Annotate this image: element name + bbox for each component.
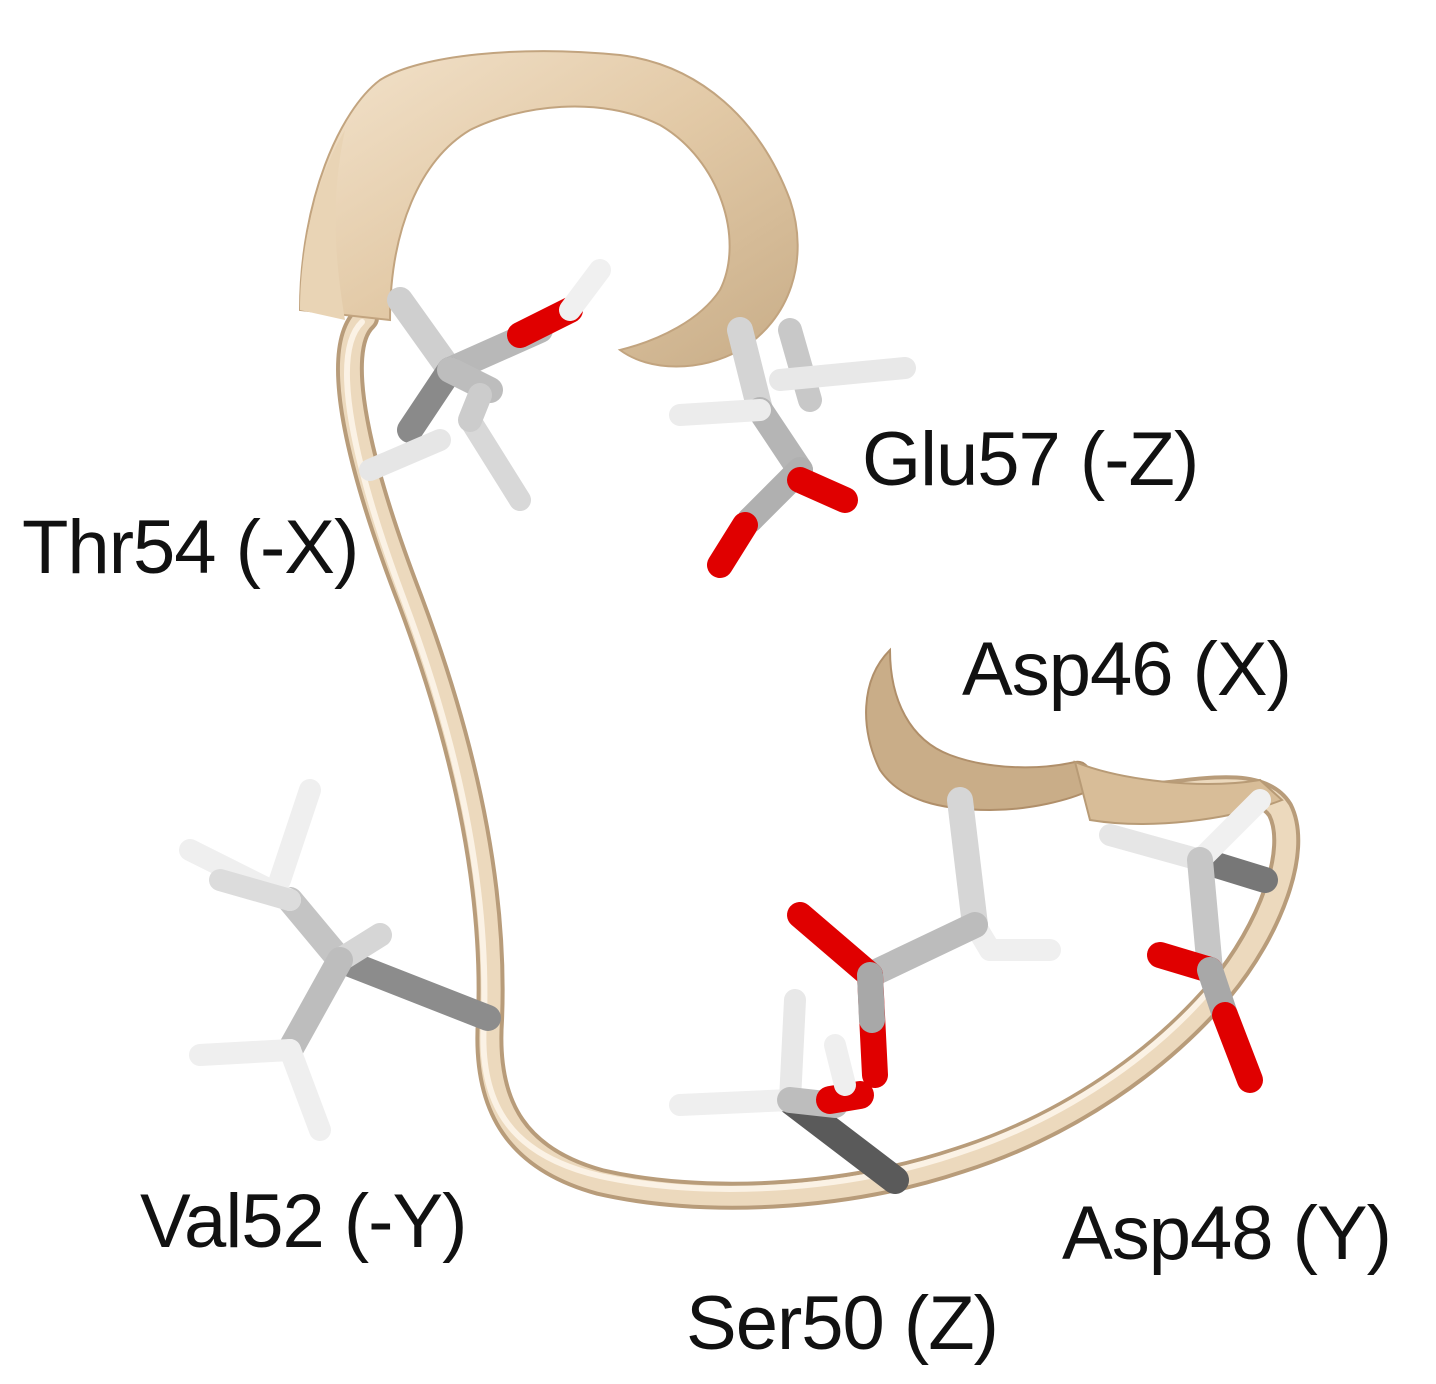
val52-sidechain — [179, 779, 501, 1141]
thr54-label: Thr54 (-X) — [22, 505, 359, 590]
ser50-sidechain — [669, 989, 909, 1194]
asp48-sidechain — [1099, 789, 1278, 1093]
val52-label: Val52 (-Y) — [140, 1179, 467, 1264]
asp46-sidechain — [787, 787, 1061, 1088]
thr54-sidechain — [359, 259, 611, 511]
backbone-coil — [335, 304, 1301, 1210]
asp48-label: Asp48 (Y) — [1062, 1191, 1392, 1276]
glu57-label: Glu57 (-Z) — [862, 417, 1199, 502]
asp46-label: Asp46 (X) — [962, 627, 1292, 712]
lower-helix-ribbon — [865, 647, 1284, 825]
glu57-sidechain — [669, 317, 916, 578]
upper-helix-ribbon — [298, 50, 799, 368]
ser50-label: Ser50 (Z) — [686, 1281, 999, 1366]
